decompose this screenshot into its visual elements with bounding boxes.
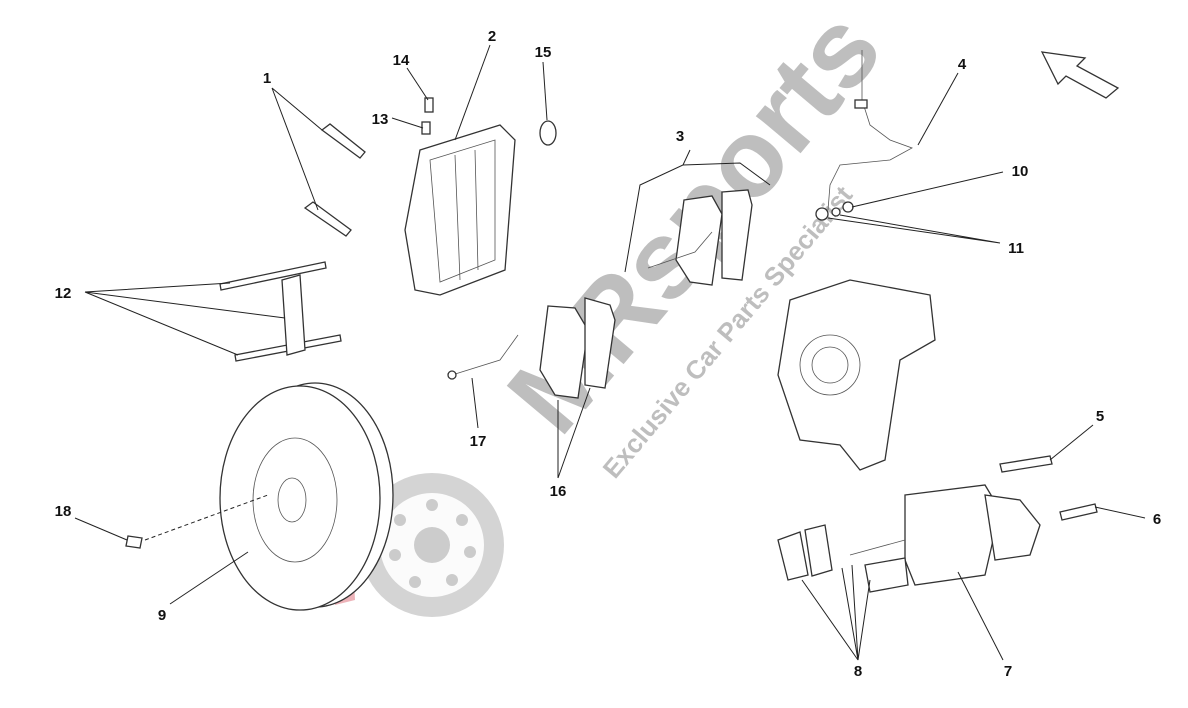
- pads-front-3: [647, 189, 753, 286]
- callout-18: 18: [55, 503, 72, 520]
- callout-2: 2: [488, 28, 496, 45]
- callout-11: 11: [1008, 240, 1024, 257]
- caliper-front-2: [404, 124, 516, 296]
- callout-7: 7: [1004, 663, 1012, 680]
- callout-1: 1: [263, 70, 271, 87]
- pins-clip-12: [219, 261, 342, 362]
- fitting-10: [842, 201, 854, 213]
- fittings-11: [815, 207, 841, 221]
- callout-6: 6: [1153, 511, 1161, 528]
- screw-18: [125, 535, 143, 549]
- callout-12: 12: [55, 285, 72, 302]
- knuckle: [777, 279, 936, 471]
- caliper-rear-7: [904, 484, 1041, 586]
- callout-9: 9: [158, 607, 166, 624]
- cap-13: [421, 121, 431, 135]
- rear-pads-springs-8: [777, 524, 909, 593]
- callout-10: 10: [1012, 163, 1029, 180]
- callout-14: 14: [393, 52, 410, 69]
- axis-dashed-line: [144, 494, 269, 541]
- arrow-up-left-icon: [1040, 51, 1120, 99]
- bolts-1: [303, 123, 366, 237]
- callout-8: 8: [854, 663, 862, 680]
- brake-hose-4: [827, 50, 913, 211]
- callout-5: 5: [1096, 408, 1104, 425]
- callout-16: 16: [550, 483, 567, 500]
- callout-13: 13: [372, 111, 389, 128]
- callout-3: 3: [676, 128, 684, 145]
- leader-lines: [74, 44, 1146, 661]
- pads-16: [539, 297, 616, 399]
- bleed-screw-14: [424, 97, 434, 113]
- callout-17: 17: [470, 433, 487, 450]
- seal-15: [539, 120, 557, 146]
- bolt-5: [999, 455, 1053, 473]
- callout-4: 4: [958, 56, 967, 73]
- bolt-6: [1059, 503, 1098, 521]
- callout-15: 15: [535, 44, 552, 61]
- brake-disc-9: [219, 382, 394, 611]
- wear-sensor-17: [447, 334, 519, 380]
